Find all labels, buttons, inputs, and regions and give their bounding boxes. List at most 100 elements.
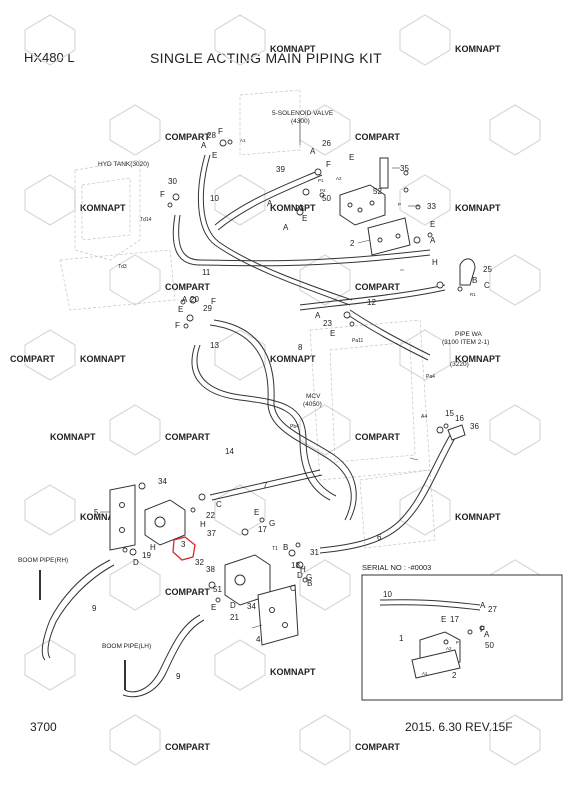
callout-34-1: 34: [158, 477, 167, 486]
revision-date: 2015. 6.30 REV.15F: [405, 720, 513, 734]
callout-f-3: F: [160, 190, 165, 199]
label-pa4: Pa4: [426, 374, 435, 380]
callout-10: 10: [210, 194, 219, 203]
watermark-text-19: COMPART: [165, 587, 210, 597]
callout-a-5: A: [430, 236, 436, 245]
label-ref-3220: (3220): [450, 361, 469, 368]
watermark-text-6: KOMNAPT: [270, 203, 316, 213]
callout-9-1: 9: [92, 604, 97, 613]
label-td14: Td14: [140, 217, 152, 223]
callout-15: 15: [445, 409, 454, 418]
valve-block-3: [144, 499, 186, 546]
callout-37: 37: [207, 529, 216, 538]
watermark-text-17: KOMNAPT: [80, 512, 126, 522]
callout-18: 18: [291, 561, 300, 570]
label-a4: A4: [421, 414, 427, 420]
callout-31: 31: [310, 548, 319, 557]
callout-6: 6: [377, 533, 382, 542]
serial-inset-frame: [361, 574, 563, 701]
label-pb4: Pb4: [290, 424, 299, 430]
watermark-text-8: COMPART: [165, 282, 210, 292]
callout-35: 35: [400, 164, 409, 173]
callout-d-2: D: [297, 571, 303, 580]
callout-1: 1: [399, 634, 404, 643]
callout-c-2: C: [216, 500, 222, 509]
leader-lines: [100, 118, 420, 629]
watermark-text-11: KOMNAPT: [80, 354, 126, 364]
label-pipe-wa: PIPE WA: [455, 331, 483, 338]
callout-23-2: 23: [323, 319, 332, 328]
label-port-p2: P2: [320, 188, 326, 193]
label-mcv-ref: (4050): [303, 401, 322, 408]
watermark-text-2: KOMNAPT: [455, 44, 501, 54]
bracket-4: [257, 584, 299, 646]
callout-28: 28: [207, 131, 216, 140]
callout-h-4: H: [300, 565, 306, 574]
label-port-r1: R1: [470, 292, 476, 297]
callout-33: 33: [427, 202, 436, 211]
callout-e-8: E: [211, 603, 216, 612]
watermark-text-13: KOMNAPT: [455, 354, 501, 364]
label-inset-port-a2: A2: [446, 646, 452, 651]
fittings: [122, 139, 463, 603]
watermark-text-22: COMPART: [165, 742, 210, 752]
callout-9-2: 9: [176, 672, 181, 681]
fitting-25: [459, 258, 476, 286]
label-pipe-wa-ref: (3100 ITEM 2-1): [442, 339, 489, 346]
callout-e-6: E: [330, 329, 335, 338]
callout-36: 36: [470, 422, 479, 431]
hose-9-lh: [122, 614, 205, 698]
label-pa11: Pa11: [352, 338, 364, 344]
callout-52: 52: [373, 187, 382, 196]
callout-23-1: 23: [295, 204, 304, 213]
callout-a-4: A: [283, 223, 289, 232]
background-machine-outline: [59, 89, 436, 549]
callout-38: 38: [206, 565, 215, 574]
serial-inset-hose: [379, 599, 481, 611]
page-title: SINGLE ACTING MAIN PIPING KIT: [150, 50, 382, 66]
callout-50-inset: 50: [485, 641, 494, 650]
label-port-a2: A2: [336, 176, 342, 181]
callout-b-3: B: [307, 579, 312, 588]
callout-a-inset: A: [480, 601, 486, 610]
callout-d-3: D: [230, 601, 236, 610]
components: [109, 157, 476, 646]
callout-e-7: E: [254, 508, 259, 517]
label-port-p: P: [398, 202, 401, 207]
hose-10: [198, 154, 353, 306]
callout-h-3: H: [150, 543, 156, 552]
model-name: HX480 L: [24, 50, 75, 65]
callout-30: 30: [168, 177, 177, 186]
watermark-text-4: COMPART: [355, 132, 400, 142]
callout-e-4: E: [430, 220, 435, 229]
callout-29: 29: [203, 304, 212, 313]
watermark-text-14: KOMNAPT: [50, 432, 96, 442]
callout-10-inset: 10: [383, 590, 392, 599]
callout-a-2: A: [310, 147, 316, 156]
watermark-text-10: COMPART: [10, 354, 55, 364]
callout-f-inset: F: [480, 625, 485, 634]
watermark-text-3: COMPART: [165, 132, 210, 142]
watermark-layer: KOMNAPT KOMNAPT COMPART COMPART KOMNAPT …: [10, 14, 541, 766]
solenoid-valve-52: [339, 157, 389, 226]
label-inset-port-p: P: [456, 640, 459, 645]
label-inset-port-a1: A1: [422, 671, 428, 676]
callout-e-5: E: [178, 305, 183, 314]
callout-20: 20: [190, 295, 199, 304]
callout-h-2: H: [200, 520, 206, 529]
callout-16: 16: [455, 414, 464, 423]
watermark-text-15: COMPART: [165, 432, 210, 442]
callout-g-2: G: [306, 573, 312, 582]
callout-f-2: F: [326, 160, 331, 169]
hose-6: [319, 434, 456, 554]
serial-inset-valve: [411, 625, 485, 679]
hose-7: [209, 469, 323, 501]
watermark-text-5: KOMNAPT: [80, 203, 126, 213]
callout-32: 32: [195, 558, 204, 567]
callout-34-2: 34: [247, 602, 256, 611]
callout-51: 51: [213, 585, 222, 594]
hose-9-rh: [41, 559, 115, 661]
hose-lines: [39, 154, 456, 698]
